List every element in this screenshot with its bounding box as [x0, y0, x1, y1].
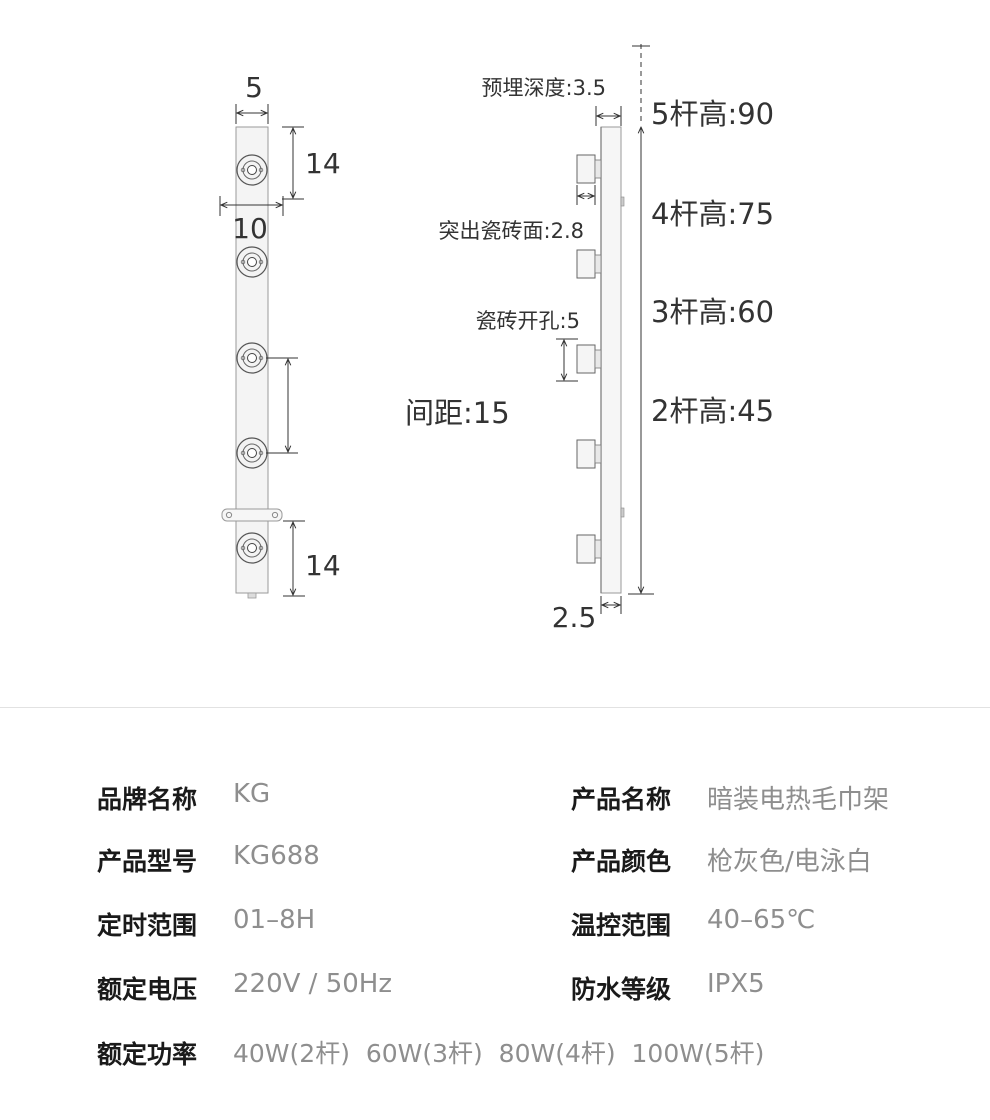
- side-connector: [576, 344, 602, 374]
- dim-front-bracket-width-label: 10: [232, 212, 268, 245]
- section-divider: [0, 707, 990, 708]
- spec-timer-label: 定时范围: [97, 911, 198, 940]
- height-label-5-bar: 5杆高:90: [651, 97, 774, 131]
- spec-product-name-label: 产品名称: [571, 785, 672, 814]
- side-connector: [576, 439, 602, 469]
- connector-flange: [236, 246, 268, 278]
- side-bar-nub: [620, 507, 625, 518]
- mounting-hole-right: [271, 511, 279, 519]
- spec-model-label: 产品型号: [97, 847, 198, 876]
- connector-flange: [236, 532, 268, 564]
- spec-brand-value: KG: [233, 779, 271, 809]
- spec-temp-value: 40–65℃: [707, 905, 816, 935]
- dim-embed-depth-label: 预埋深度:3.5: [482, 76, 606, 100]
- height-label-4-bar: 4杆高:75: [651, 197, 774, 231]
- spec-temp-label: 温控范围: [571, 911, 672, 940]
- dim-embed-depth: [595, 106, 622, 126]
- front-view: 5 14 10 14: [219, 71, 341, 599]
- spec-color-label: 产品颜色: [571, 847, 672, 876]
- mounting-tab: [221, 508, 283, 522]
- spec-power-label: 额定功率: [97, 1040, 198, 1069]
- spec-voltage-value: 220V / 50Hz: [233, 969, 392, 999]
- height-label-3-bar: 3杆高:60: [651, 295, 774, 329]
- side-bar: [600, 126, 622, 594]
- spec-waterproof-label: 防水等级: [571, 975, 672, 1004]
- dim-spacing-label: 间距:15: [405, 396, 510, 430]
- spec-power-value: 40W(2杆) 60W(3杆) 80W(4杆) 100W(5杆): [233, 1039, 765, 1068]
- spec-voltage-label: 额定电压: [97, 975, 198, 1004]
- dim-front-top-spacing-label: 14: [305, 147, 341, 180]
- side-connector: [576, 249, 602, 279]
- dimension-diagram: 5 14 10 14: [219, 44, 774, 634]
- mounting-hole-left: [225, 511, 233, 519]
- dim-protrusion-label: 突出瓷砖面:2.8: [439, 219, 584, 243]
- dim-bar-thickness-label: 2.5: [552, 601, 597, 634]
- spec-brand-label: 品牌名称: [97, 785, 198, 814]
- dim-bar-thickness: [600, 596, 622, 614]
- spec-timer-value: 01–8H: [233, 905, 316, 935]
- connector-flange: [236, 154, 268, 186]
- side-bar-nub: [620, 196, 625, 207]
- dim-front-bracket-width: [219, 196, 284, 216]
- height-label-2-bar: 2杆高:45: [651, 394, 774, 428]
- dim-front-bottom-spacing: [283, 520, 305, 597]
- dim-front-bottom-spacing-label: 14: [305, 549, 341, 582]
- spec-model-value: KG688: [233, 841, 320, 871]
- spec-waterproof-value: IPX5: [707, 969, 765, 999]
- spec-product-name-value: 暗装电热毛巾架: [707, 785, 890, 815]
- spec-color-value: 枪灰色/电泳白: [707, 847, 872, 877]
- side-view: 预埋深度:3.5 突出瓷砖面:2.8 瓷砖开孔:5 间距:15 2.5: [405, 44, 774, 634]
- dim-tile-hole-label: 瓷砖开孔:5: [476, 309, 580, 333]
- connector-flange: [236, 437, 268, 469]
- front-bar-stub: [247, 592, 257, 599]
- dim-protrusion: [576, 185, 596, 205]
- dim-front-top-spacing: [282, 126, 304, 200]
- dim-front-width: [235, 104, 269, 124]
- dim-front-width-label: 5: [245, 71, 263, 104]
- side-connector: [576, 534, 602, 564]
- connector-flange: [236, 342, 268, 374]
- side-connector: [576, 154, 602, 184]
- dim-front-bar-spacing: [266, 357, 298, 454]
- dim-tile-hole: [556, 338, 578, 382]
